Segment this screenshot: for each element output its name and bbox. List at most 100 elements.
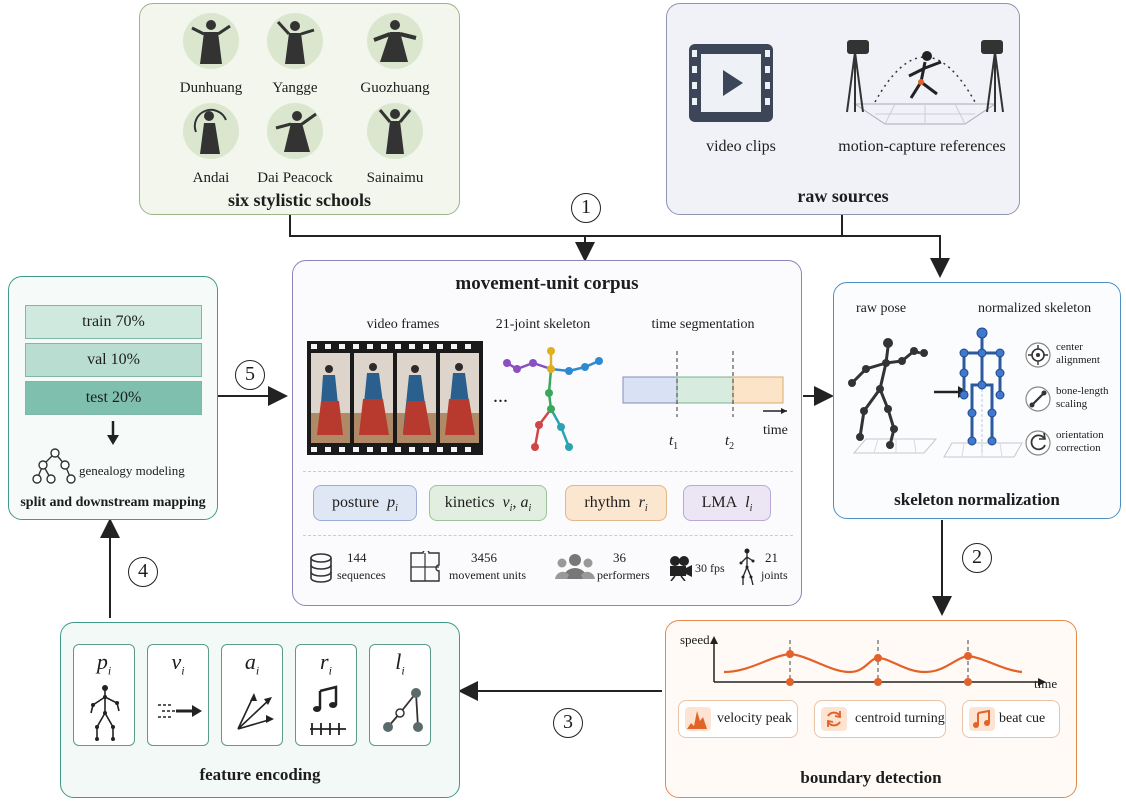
genealogy-tree-icon: [32, 448, 76, 484]
boundary-detection-title: boundary detection: [800, 768, 942, 787]
speed-axis-label: speed: [680, 632, 710, 647]
raw-pose-skeleton: [848, 338, 938, 454]
movement-units-count: 3456: [471, 550, 497, 565]
school-label-sainaimu: Sainaimu: [366, 170, 424, 186]
frames-ellipsis: ...: [493, 385, 508, 407]
t2-marker: t2: [725, 433, 735, 452]
kinetics-chip: kinetics vi, ai: [429, 485, 547, 521]
performers-count: 36: [613, 550, 626, 565]
skeleton-normalization-title: skeleton normalization: [894, 490, 1060, 509]
dunhuang-dancer-icon: [183, 13, 239, 69]
performers-label: performers: [597, 568, 650, 582]
feature-card-acceleration: ai: [221, 644, 283, 746]
bone-length-scaling-icon: [1025, 386, 1051, 412]
yangge-dancer-icon: [267, 13, 323, 69]
movement-units-label: movement units: [449, 568, 526, 582]
posture-chip: posture pi: [313, 485, 417, 521]
lma-graph-icon: [383, 688, 423, 732]
video-camera-icon: [670, 556, 692, 581]
sequences-count: 144: [347, 550, 367, 565]
velocity-peak-cue: velocity peak: [678, 700, 798, 738]
centroid-turning-icon: [821, 707, 847, 731]
beat-cue: beat cue: [962, 700, 1060, 738]
fps-label: 30 fps: [695, 561, 725, 575]
step-3-badge: 3: [553, 708, 583, 738]
stylistic-schools-panel: Dunhuang Yangge Guozhuang Andai Dai Peac…: [139, 3, 460, 215]
split-mapping-title: split and downstream mapping: [20, 495, 206, 510]
rhythm-chip: rhythm ri: [565, 485, 667, 521]
rhythm-note-icon: [310, 685, 346, 735]
test-split: test 20%: [25, 381, 202, 415]
genealogy-label: genealogy modeling: [79, 463, 185, 478]
puzzle-icon: [410, 551, 440, 582]
step-5-badge: 5: [235, 360, 265, 390]
speed-curve-chart: [710, 636, 1046, 686]
mocap-references-label: motion-capture references: [838, 138, 1006, 155]
video-frames-label: video frames: [366, 317, 440, 332]
t1-marker: t1: [669, 433, 679, 452]
movement-unit-corpus-panel: movement-unit corpus video frames 21-joi…: [292, 260, 802, 606]
feature-card-lma: li: [369, 644, 431, 746]
school-label-yangge: Yangge: [272, 80, 318, 96]
normalized-skeleton-label: normalized skeleton: [978, 301, 1092, 316]
center-alignment-icon: [1025, 342, 1051, 368]
down-arrow-icon: [107, 421, 119, 445]
velocity-peak-icon: [685, 707, 711, 731]
feature-card-velocity: vi: [147, 644, 209, 746]
boundary-time-axis-label: time: [1034, 676, 1058, 691]
motion-capture-icon: [846, 40, 1004, 125]
train-split: train 70%: [25, 305, 202, 339]
step-4-badge: 4: [128, 557, 158, 587]
stylistic-schools-title: six stylistic schools: [227, 190, 371, 210]
acceleration-vectors-icon: [237, 693, 274, 730]
velocity-arrow-icon: [158, 704, 202, 718]
posture-skeleton-icon: [90, 685, 120, 741]
music-note-icon: [969, 707, 995, 731]
orientation-correction-icon: [1025, 430, 1051, 456]
school-label-dunhuang: Dunhuang: [179, 80, 243, 96]
dai-peacock-dancer-icon: [267, 103, 323, 159]
video-clips-label: video clips: [706, 138, 776, 155]
time-segmentation-label: time segmentation: [651, 317, 755, 332]
joints-label: joints: [761, 568, 788, 582]
raw-sources-title: raw sources: [797, 186, 889, 206]
joints-skeleton-icon: [739, 548, 755, 586]
raw-pose-label: raw pose: [856, 301, 907, 316]
school-label-dai-peacock: Dai Peacock: [257, 170, 333, 186]
normalized-skeleton-figure: [943, 327, 1023, 458]
skeleton-normalization-panel: raw pose normalized skeleton: [833, 282, 1121, 519]
sainaimu-dancer-icon: [367, 103, 423, 159]
joints-count: 21: [765, 550, 778, 565]
val-split: val 10%: [25, 343, 202, 377]
skeleton-label: 21-joint skeleton: [495, 317, 591, 332]
lma-chip: LMA li: [683, 485, 771, 521]
time-segmentation-bar: [622, 351, 787, 417]
time-axis-label: time: [763, 423, 788, 438]
database-icon: [310, 553, 332, 583]
raw-sources-panel: video clips motion-capture references ra…: [666, 3, 1020, 215]
school-label-andai: Andai: [192, 170, 230, 186]
performers-icon: [555, 554, 595, 579]
corpus-title: movement-unit corpus: [455, 273, 639, 294]
feature-encoding-panel: pi vi ai ri li: [60, 622, 460, 798]
21-joint-skeleton-figure: [503, 347, 603, 451]
corpus-divider-bottom: [303, 535, 793, 536]
feature-encoding-title: feature encoding: [199, 765, 321, 784]
step-1-badge: 1: [571, 193, 601, 223]
split-mapping-panel: train 70% val 10% test 20% genealogy mod…: [8, 276, 218, 520]
feature-card-rhythm: ri: [295, 644, 357, 746]
video-frames-strip: [307, 341, 483, 455]
corpus-divider-top: [303, 471, 793, 472]
centroid-turning-cue: centroid turning: [814, 700, 946, 738]
guozhuang-dancer-icon: [367, 13, 423, 69]
andai-dancer-icon: [183, 103, 239, 159]
school-label-guozhuang: Guozhuang: [360, 80, 430, 96]
sequences-label: sequences: [337, 568, 386, 582]
feature-card-posture: pi: [73, 644, 135, 746]
video-film-icon: [689, 44, 773, 122]
step-2-badge: 2: [962, 543, 992, 573]
